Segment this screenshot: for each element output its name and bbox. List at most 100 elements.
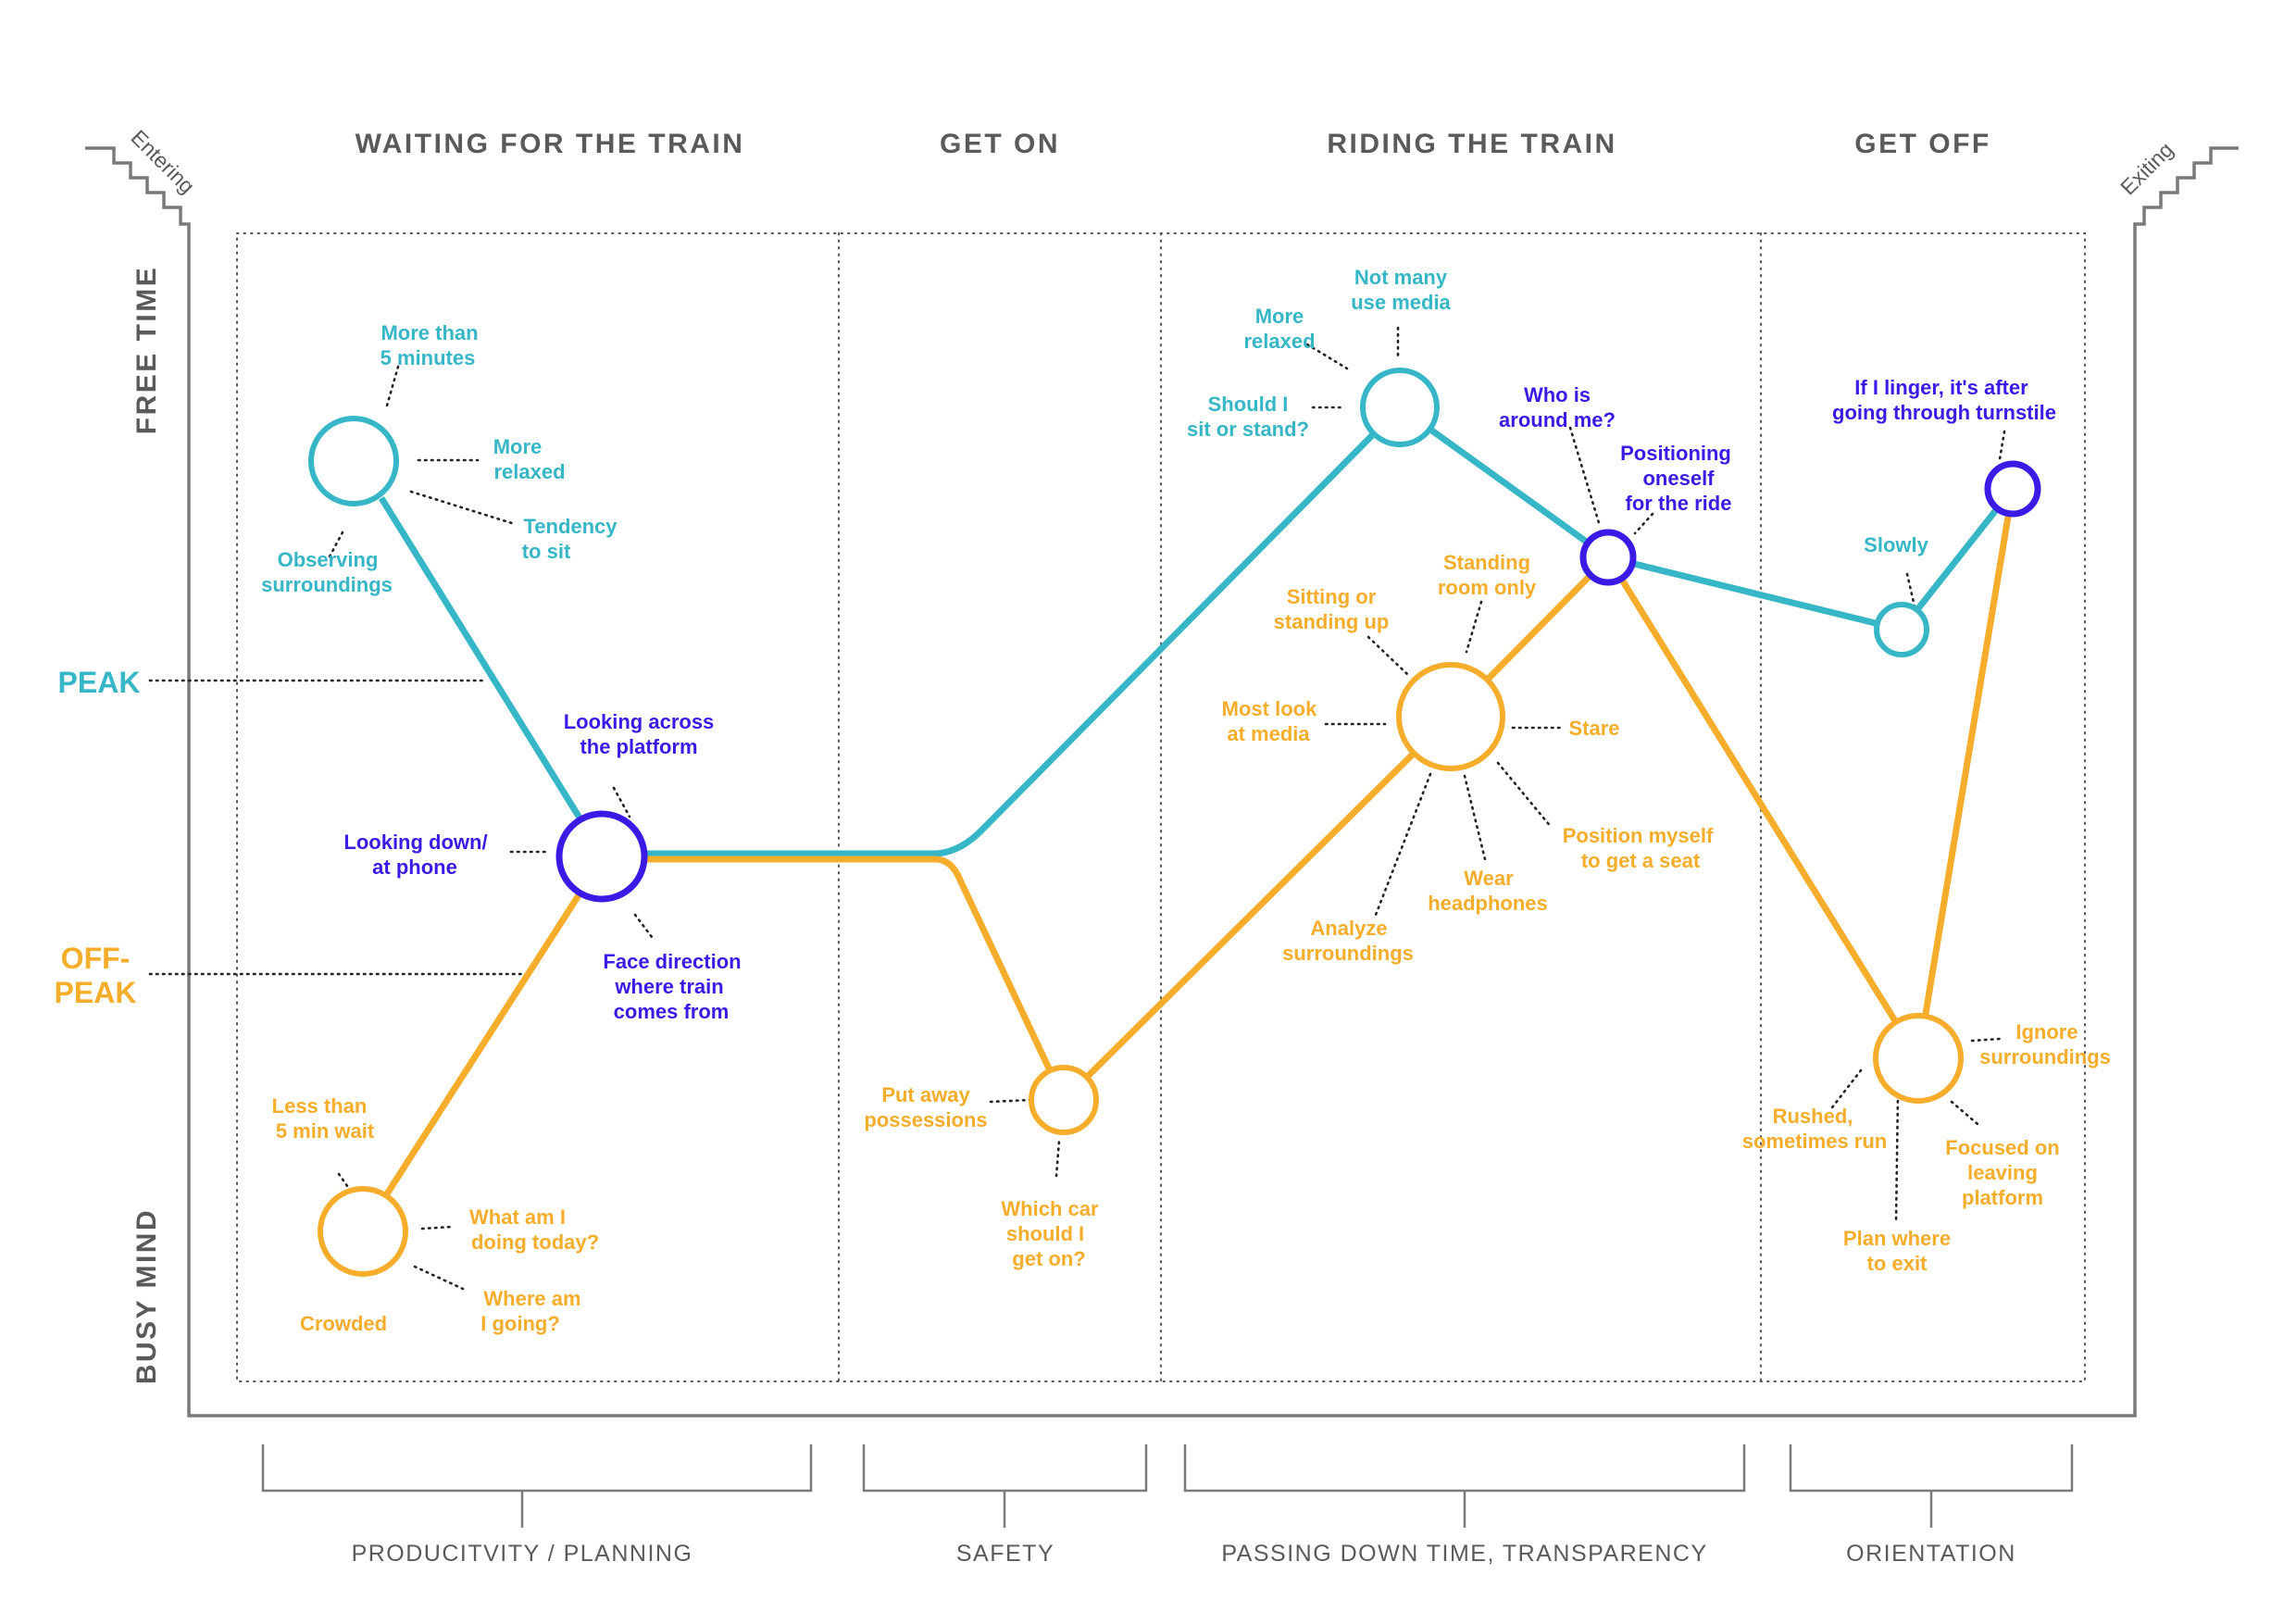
label-more-riding: More bbox=[1255, 305, 1304, 328]
phase-grid bbox=[236, 232, 2086, 1382]
label-the-platform: the platform bbox=[580, 735, 697, 758]
journey-nodes bbox=[308, 368, 2041, 1277]
phase-title-get-on: GET ON bbox=[940, 129, 1060, 159]
label-rushed: Rushed, bbox=[1773, 1105, 1853, 1128]
axis-free-time: FREE TIME bbox=[131, 266, 162, 435]
label-looking-down: Looking down/ bbox=[343, 831, 487, 854]
node-get-on-orange bbox=[1029, 1065, 1099, 1135]
label-should-i-sit: Should I bbox=[1208, 393, 1289, 416]
theme-brackets bbox=[261, 1444, 2074, 1528]
label-5-min-wait: 5 min wait bbox=[276, 1119, 375, 1143]
node-riding-purple bbox=[1579, 529, 1637, 586]
label-sit-or-stand: sit or stand? bbox=[1187, 418, 1309, 441]
label-more: More bbox=[493, 435, 543, 458]
label-use-media: use media bbox=[1351, 291, 1451, 314]
node-waiting-purple bbox=[555, 810, 648, 903]
phase-title-get-off: GET OFF bbox=[1854, 129, 1991, 159]
node-get-off-purple bbox=[1984, 460, 2041, 518]
axis-labels: FREE TIME BUSY MIND bbox=[131, 266, 162, 1384]
label-around-me: around me? bbox=[1499, 408, 1616, 431]
label-surroundings: surroundings bbox=[261, 573, 393, 596]
label-should-i: should I bbox=[1006, 1222, 1084, 1245]
riding-orange-labels: Standing room only Sitting or standing u… bbox=[1222, 551, 1714, 965]
label-relaxed: relaxed bbox=[493, 460, 565, 483]
peak-label: PEAK bbox=[58, 666, 141, 699]
theme-passing-time: PASSING DOWN TIME, TRANSPARENCY bbox=[1221, 1541, 1707, 1567]
label-focused-on: Focused on bbox=[1945, 1136, 2059, 1159]
label-sitting-or: Sitting or bbox=[1287, 585, 1377, 608]
outer-frame: Entering Exiting bbox=[85, 125, 2239, 1418]
label-if-i-linger: If I linger, it's after bbox=[1854, 376, 2028, 399]
theme-safety: SAFETY bbox=[956, 1541, 1054, 1567]
label-leaving: leaving bbox=[1967, 1161, 2038, 1184]
label-comes-from: comes from bbox=[614, 1000, 730, 1023]
connector-dots bbox=[327, 326, 2006, 1291]
label-slowly: Slowly bbox=[1864, 533, 1928, 556]
label-where-am: Where am bbox=[483, 1287, 580, 1310]
label-sometimes-run: sometimes run bbox=[1742, 1130, 1888, 1153]
label-to-get-a-seat: to get a seat bbox=[1581, 849, 1701, 872]
label-stare: Stare bbox=[1568, 717, 1619, 740]
get-off-orange-labels: Ignore surroundings Rushed, sometimes ru… bbox=[1742, 1020, 2111, 1275]
label-wear: Wear bbox=[1464, 867, 1514, 890]
label-for-the-ride: for the ride bbox=[1626, 492, 1732, 515]
phase-title-riding: RIDING THE TRAIN bbox=[1327, 129, 1616, 159]
bracket-riding bbox=[1183, 1444, 1746, 1528]
label-tendency: Tendency bbox=[523, 515, 618, 538]
label-get-on: get on? bbox=[1012, 1247, 1085, 1270]
label-which-car: Which car bbox=[1001, 1197, 1099, 1220]
get-off-purple-labels: If I linger, it's after going through tu… bbox=[1832, 376, 2056, 424]
phase-titles: WAITING FOR THE TRAIN GET ON RIDING THE … bbox=[356, 129, 1991, 159]
label-doing-today: doing today? bbox=[471, 1230, 599, 1254]
node-waiting-teal bbox=[308, 416, 399, 506]
level-markers: PEAK OFF- PEAK bbox=[55, 666, 526, 1009]
theme-productivity: PRODUCITVITY / PLANNING bbox=[352, 1541, 693, 1567]
label-i-going: I going? bbox=[480, 1312, 560, 1335]
get-off-teal-labels: Slowly bbox=[1864, 533, 1928, 556]
label-most-look: Most look bbox=[1222, 697, 1317, 720]
label-observing: Observing bbox=[278, 548, 379, 571]
label-looking-across: Looking across bbox=[564, 710, 715, 733]
label-to-exit: to exit bbox=[1867, 1252, 1928, 1275]
label-possessions: possessions bbox=[864, 1108, 987, 1131]
label-what-am-i: What am I bbox=[469, 1206, 566, 1229]
label-platform: platform bbox=[1962, 1186, 2043, 1209]
entering-label: Entering bbox=[126, 125, 199, 198]
node-riding-teal bbox=[1360, 368, 1440, 447]
label-more-than: More than bbox=[381, 321, 478, 344]
exiting-label: Exiting bbox=[2115, 137, 2177, 199]
label-room-only: room only bbox=[1438, 576, 1537, 599]
label-position-myself: Position myself bbox=[1563, 824, 1714, 847]
label-standing-up: standing up bbox=[1274, 610, 1390, 633]
label-turnstile: going through turnstile bbox=[1832, 401, 2056, 424]
axis-busy-mind: BUSY MIND bbox=[131, 1208, 162, 1384]
phase-title-waiting: WAITING FOR THE TRAIN bbox=[356, 129, 745, 159]
label-at-phone: at phone bbox=[372, 856, 457, 879]
theme-orientation: ORIENTATION bbox=[1846, 1541, 2016, 1567]
label-5-minutes: 5 minutes bbox=[381, 346, 476, 369]
label-put-away: Put away bbox=[881, 1083, 970, 1106]
label-positioning: Positioning bbox=[1620, 442, 1731, 465]
riding-purple-labels: Who is around me? Positioning oneself fo… bbox=[1499, 383, 1731, 515]
waiting-orange-labels: Less than 5 min wait What am I doing tod… bbox=[272, 1094, 599, 1335]
bracket-get-off bbox=[1789, 1444, 2074, 1528]
node-waiting-orange bbox=[318, 1186, 408, 1277]
label-who-is: Who is bbox=[1524, 383, 1591, 406]
node-get-off-orange bbox=[1873, 1013, 1964, 1104]
label-crowded: Crowded bbox=[300, 1312, 387, 1335]
bracket-get-on bbox=[862, 1444, 1148, 1528]
theme-labels: PRODUCITVITY / PLANNING SAFETY PASSING D… bbox=[352, 1541, 2016, 1567]
label-at-media: at media bbox=[1227, 722, 1310, 745]
label-to-sit: to sit bbox=[522, 540, 571, 563]
offpeak-label-line2: PEAK bbox=[55, 976, 137, 1009]
bracket-waiting bbox=[261, 1444, 813, 1528]
label-less-than: Less than bbox=[272, 1094, 368, 1118]
node-get-off-teal bbox=[1874, 602, 1929, 657]
riding-teal-labels: Not many use media More relaxed Should I… bbox=[1187, 266, 1452, 441]
label-not-many: Not many bbox=[1354, 266, 1448, 289]
label-face-direction: Face direction bbox=[603, 950, 741, 973]
label-ignore: Ignore bbox=[2015, 1020, 2078, 1043]
teal-journey-line bbox=[379, 403, 2015, 857]
get-on-labels: Put away possessions Which car should I … bbox=[864, 1083, 1099, 1270]
waiting-teal-labels: More than 5 minutes More relaxed Tendenc… bbox=[261, 321, 618, 596]
